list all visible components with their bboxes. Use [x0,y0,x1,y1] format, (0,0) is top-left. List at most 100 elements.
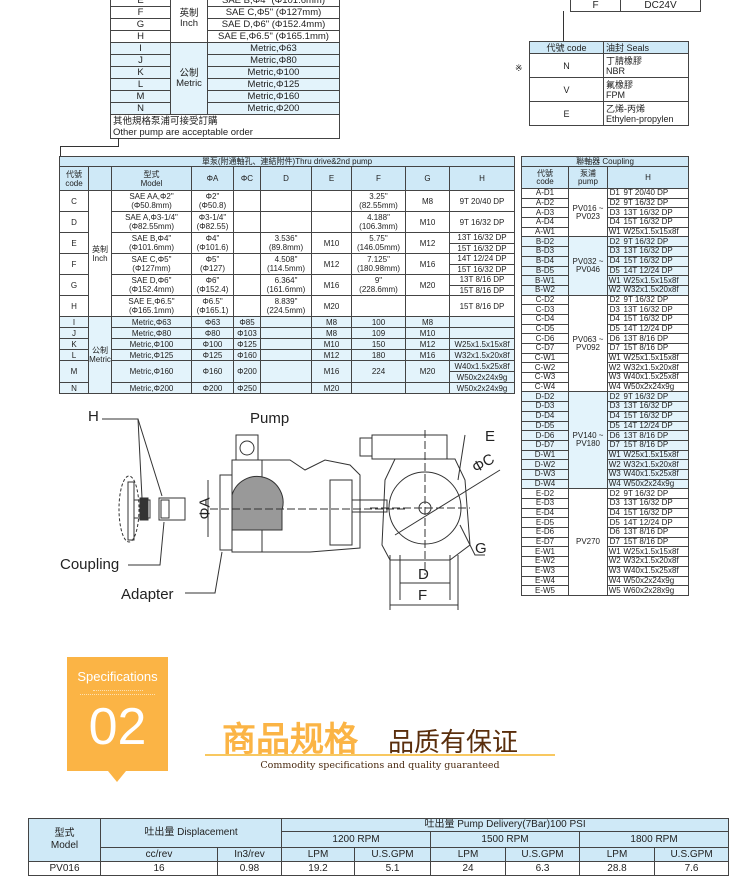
coupling-code: D-W1 [521,449,569,461]
spec-value: 5.1 [354,861,432,876]
cell-f: 5.75" (146.05mm) [351,232,406,254]
seal-code: E [529,101,604,126]
mount-desc: Metric,Φ80 [207,54,340,67]
coupling-spec: W32x1.5x20x8f [621,362,689,374]
coupling-code: D-W2 [521,459,569,470]
cell-model: SAE A,Φ3-1/4" (Φ82.55mm) [111,211,192,233]
unit-header: In3/rev [216,847,283,862]
coupling-spec: 15T 8/16 DP [621,343,689,354]
coupling-code: B-W1 [521,275,569,286]
cell-a: Φ5" (Φ127) [191,253,234,275]
coupling-spec: W60x2x28x9g [621,585,689,596]
mount-desc: Metric,Φ160 [207,90,340,103]
cell-g: M12 [405,232,450,254]
column-header: H [448,166,516,191]
coupling-spec: 13T 16/32 DP [621,207,689,219]
mount-desc: Metric,Φ63 [207,42,340,55]
header-delivery: 吐出量 Pump Delivery(7Bar)100 PSI [281,818,730,832]
coupling-spec: W25x1.5x15x8f [621,449,689,461]
mount-code: K [110,66,171,79]
coupling-spec: W40x1.5x25x8f [621,565,689,577]
cell-c [233,211,261,233]
voltage-code: F [570,0,621,12]
coupling-spec: W50x2x24x9g [621,575,689,587]
coupling-spec: 15T 8/16 DP [621,536,689,548]
leader-lines [102,418,485,594]
coupling-spec: W25x1.5x15x8f [621,275,689,286]
coupling-subcode: W3 [607,468,622,480]
column-header: F [351,166,406,191]
coupling-subcode: W2 [607,459,622,470]
coupling-spec: 13T 8/16 DP [621,527,689,538]
row-code: K [59,338,89,350]
mount-desc: Metric,Φ125 [207,78,340,91]
unit-header: LPM [430,847,507,862]
coupling-code: D-D7 [521,439,569,451]
label-g: G [475,540,487,557]
row-code: C [59,190,89,212]
coupling-subcode: W3 [607,372,622,383]
cell-d [260,349,312,361]
coupling-subcode: D3 [607,246,622,257]
coupling-code: E-W5 [521,585,569,596]
row-code: H [59,295,89,317]
seal-material: 乙烯-丙烯 Ethylen-propylen [603,101,689,126]
label-e: E [485,428,496,445]
cell-f: 3.25" (82.55mm) [351,190,406,212]
pump-range: PV063 ~ PV092 [568,294,608,393]
coupling-code: C-D4 [521,313,569,325]
coupling-code: C-W1 [521,352,569,364]
cell-model: Metric,Φ80 [111,327,192,339]
coupling-spec: 9T 16/32 DP [621,391,689,403]
cell-e: M8 [311,327,352,339]
spec-value: 0.98 [216,861,283,876]
mount-code: L [110,78,171,91]
cell-f: 7.125" (180.98mm) [351,253,406,275]
coupling-subcode: D6 [607,430,622,441]
pump-range: PV270 [568,488,608,596]
cell-e: M12 [311,349,352,361]
title-underline [205,754,555,756]
coupling-spec: W50x2x24x9g [621,478,689,490]
cell-g: M8 [405,316,450,328]
cell-model: Metric,Φ160 [111,360,192,383]
coupling-subcode: D4 [607,255,622,267]
cell-c: Φ103 [233,327,261,339]
coupling-subcode: W4 [607,381,622,393]
cell-a: Φ6" (Φ152.4) [191,274,234,296]
cell-f [351,382,406,394]
coupling-spec: 15T 16/32 DP [621,255,689,267]
coupling-drawing [158,497,186,521]
coupling-spec: 15T 8/16 DP [621,439,689,451]
cell-a: Φ125 [191,349,234,361]
flange-drawing [118,475,151,543]
cell-g: M10 [405,327,450,339]
cell-model: SAE AA,Φ2" (Φ50.8mm) [111,190,192,212]
coupling-spec: W40x1.5x25x8f [621,468,689,480]
mount-desc: SAE D,Φ6" (Φ152.4mm) [207,18,340,31]
inch-group-label: 英制 Inch [88,190,112,317]
coupling-spec: 15T 16/32 DP [621,217,689,228]
cell-e [311,190,352,212]
thru-drive-table: 單泵(附通軸孔、連結附件)Thru drive&2nd pump 代號 code… [58,156,516,394]
mount-desc: SAE C,Φ5" (Φ127mm) [207,6,340,19]
coupling-spec: 9T 16/32 DP [621,197,689,209]
section-badge: Specifications 02 [67,657,168,782]
label-adapter: Adapter [121,586,174,603]
column-header: ΦC [233,166,261,191]
coupling-code: D-D3 [521,401,569,412]
voltage-value: DC24V [620,0,701,12]
coupling-spec: 9T 16/32 DP [621,488,689,499]
coupling-subcode: D7 [607,536,622,548]
